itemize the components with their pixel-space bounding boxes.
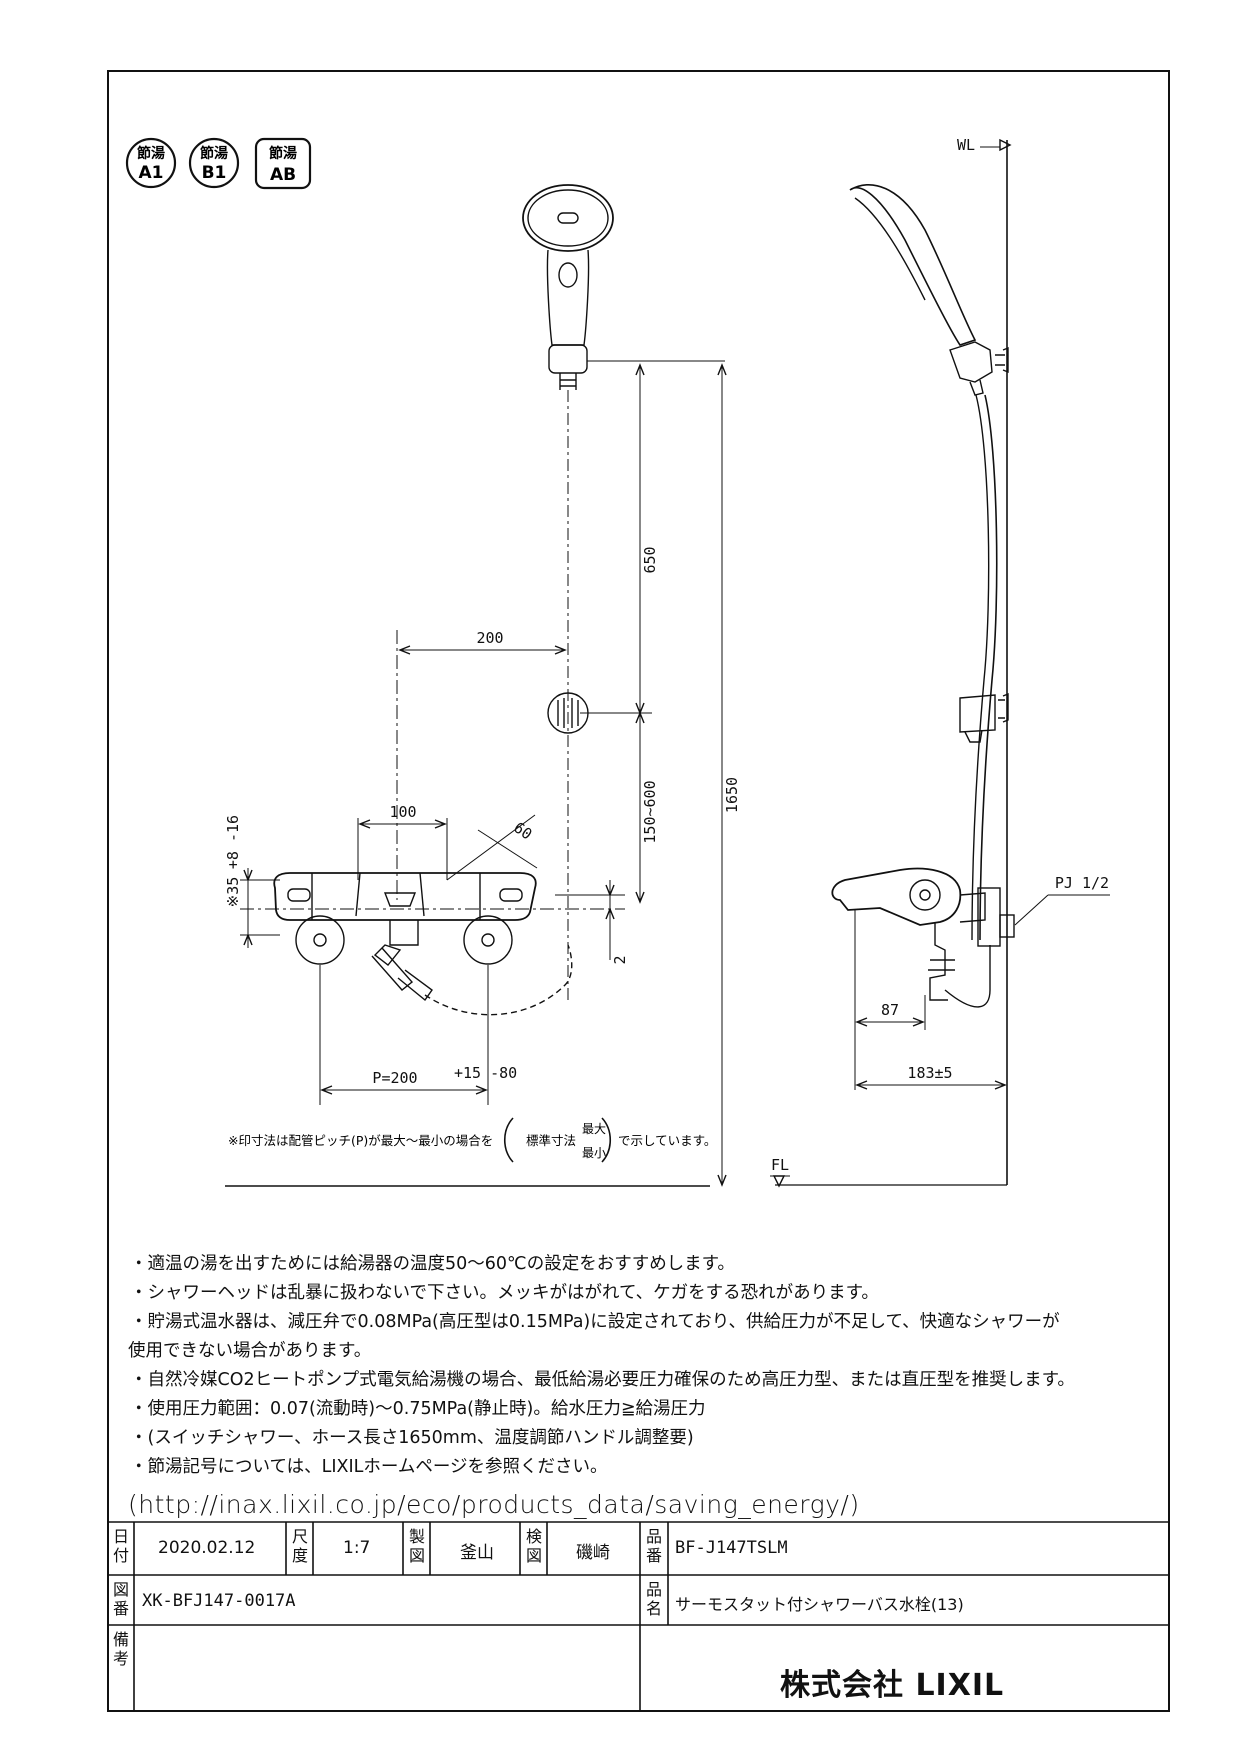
pitch-note-standard: 標準寸法 [526,1133,576,1148]
reference-url: (http://inax.lixil.co.jp/eco/products_da… [128,1490,860,1519]
scale-label: 尺度 [291,1527,308,1565]
shower-head-front [522,184,614,390]
dim-pitch-tolerance: +15 -80 [454,1064,517,1082]
drawing-frame [107,70,1170,1712]
product-name-value: サーモスタット付シャワーバス水栓(13) [675,1595,964,1614]
badge-a1-icon [125,137,177,189]
dim-35-tolerance: +8 -16 [224,815,242,869]
faucet-body-front [273,872,573,1016]
drawn-label: 製図 [408,1527,425,1565]
pitch-note-min: 最小 [582,1146,606,1160]
note-line-3: ・貯湯式温水器は、減圧弁で0.08MPa(高圧型は0.15MPa)に設定されてお… [130,1312,1060,1332]
drawing-no-label: 図番 [112,1580,129,1618]
part-no-label: 品番 [645,1527,662,1565]
faucet-side [831,867,1015,1008]
note-line-1: ・適温の湯を出すためには給湯器の温度50～60℃の設定をおすすめします。 [130,1254,735,1274]
pitch-note-suffix: で示しています。 [618,1133,716,1148]
badge-b1-top: 節湯 [200,145,228,162]
date-label: 日付 [112,1527,129,1565]
part-no-value: BF-J147TSLM [675,1538,788,1558]
company-logo: 株式会社 LIXIL [780,1668,1005,1703]
dim-150-600: 150~600 [641,780,659,843]
date-value: 2020.02.12 [158,1538,256,1558]
checked-label: 検図 [525,1527,542,1565]
badge-b1-bottom: B1 [202,163,227,183]
label-pj: PJ 1/2 [1055,874,1109,892]
note-line-4: 使用できない場合があります。 [128,1341,372,1361]
drawing-no-value: XK-BFJ147-0017A [142,1591,296,1611]
badge-a1-top: 節湯 [137,145,165,162]
pitch-note-max: 最大 [582,1122,606,1136]
dim-87: 87 [881,1001,899,1019]
slide-holder-side [959,692,1009,743]
note-line-5: ・自然冷媒CO2ヒートポンプ式電気給湯機の場合、最低給湯必要圧力確保のため高圧力… [130,1370,1075,1390]
dim-2: 2 [611,955,629,964]
checked-value: 磯崎 [576,1543,610,1563]
badge-ab-bottom: AB [270,165,296,185]
note-line-7: ・(スイッチシャワー、ホース長さ1650mm、温度調節ハンドル調整要) [130,1428,694,1448]
product-name-label: 品名 [645,1580,662,1618]
scale-value: 1:7 [343,1538,371,1558]
dim-1650: 1650 [723,777,741,813]
label-wl: WL [957,136,975,154]
badge-a1-bottom: A1 [139,163,164,183]
note-line-6: ・使用圧力範囲：0.07(流動時)～0.75MPa(静止時)。給水圧力≧給湯圧力 [130,1399,706,1419]
dim-200: 200 [476,629,503,647]
note-line-2: ・シャワーヘッドは乱暴に扱わないで下さい。メッキがはがれて、ケガをする恐れがあり… [130,1283,879,1303]
dim-183: 183±5 [907,1064,952,1082]
remarks-label: 備考 [112,1630,129,1668]
dim-650: 650 [641,546,659,573]
dim-35: ※35 [224,877,242,908]
note-line-8: ・節湯記号については、LIXILホームページを参照ください。 [130,1457,608,1477]
badge-b1-icon [188,137,240,189]
pitch-note-prefix: ※印寸法は配管ピッチ(P)が最大～最小の場合を [228,1133,493,1148]
label-fl: FL [771,1156,789,1174]
dim-60: 60 [510,818,535,843]
drawn-value: 釜山 [460,1543,494,1563]
badge-ab-icon [254,137,312,190]
dim-pitch: P=200 [372,1069,417,1087]
dim-100: 100 [389,803,416,821]
shower-head-side [849,184,1009,941]
badge-ab-top: 節湯 [269,145,297,162]
